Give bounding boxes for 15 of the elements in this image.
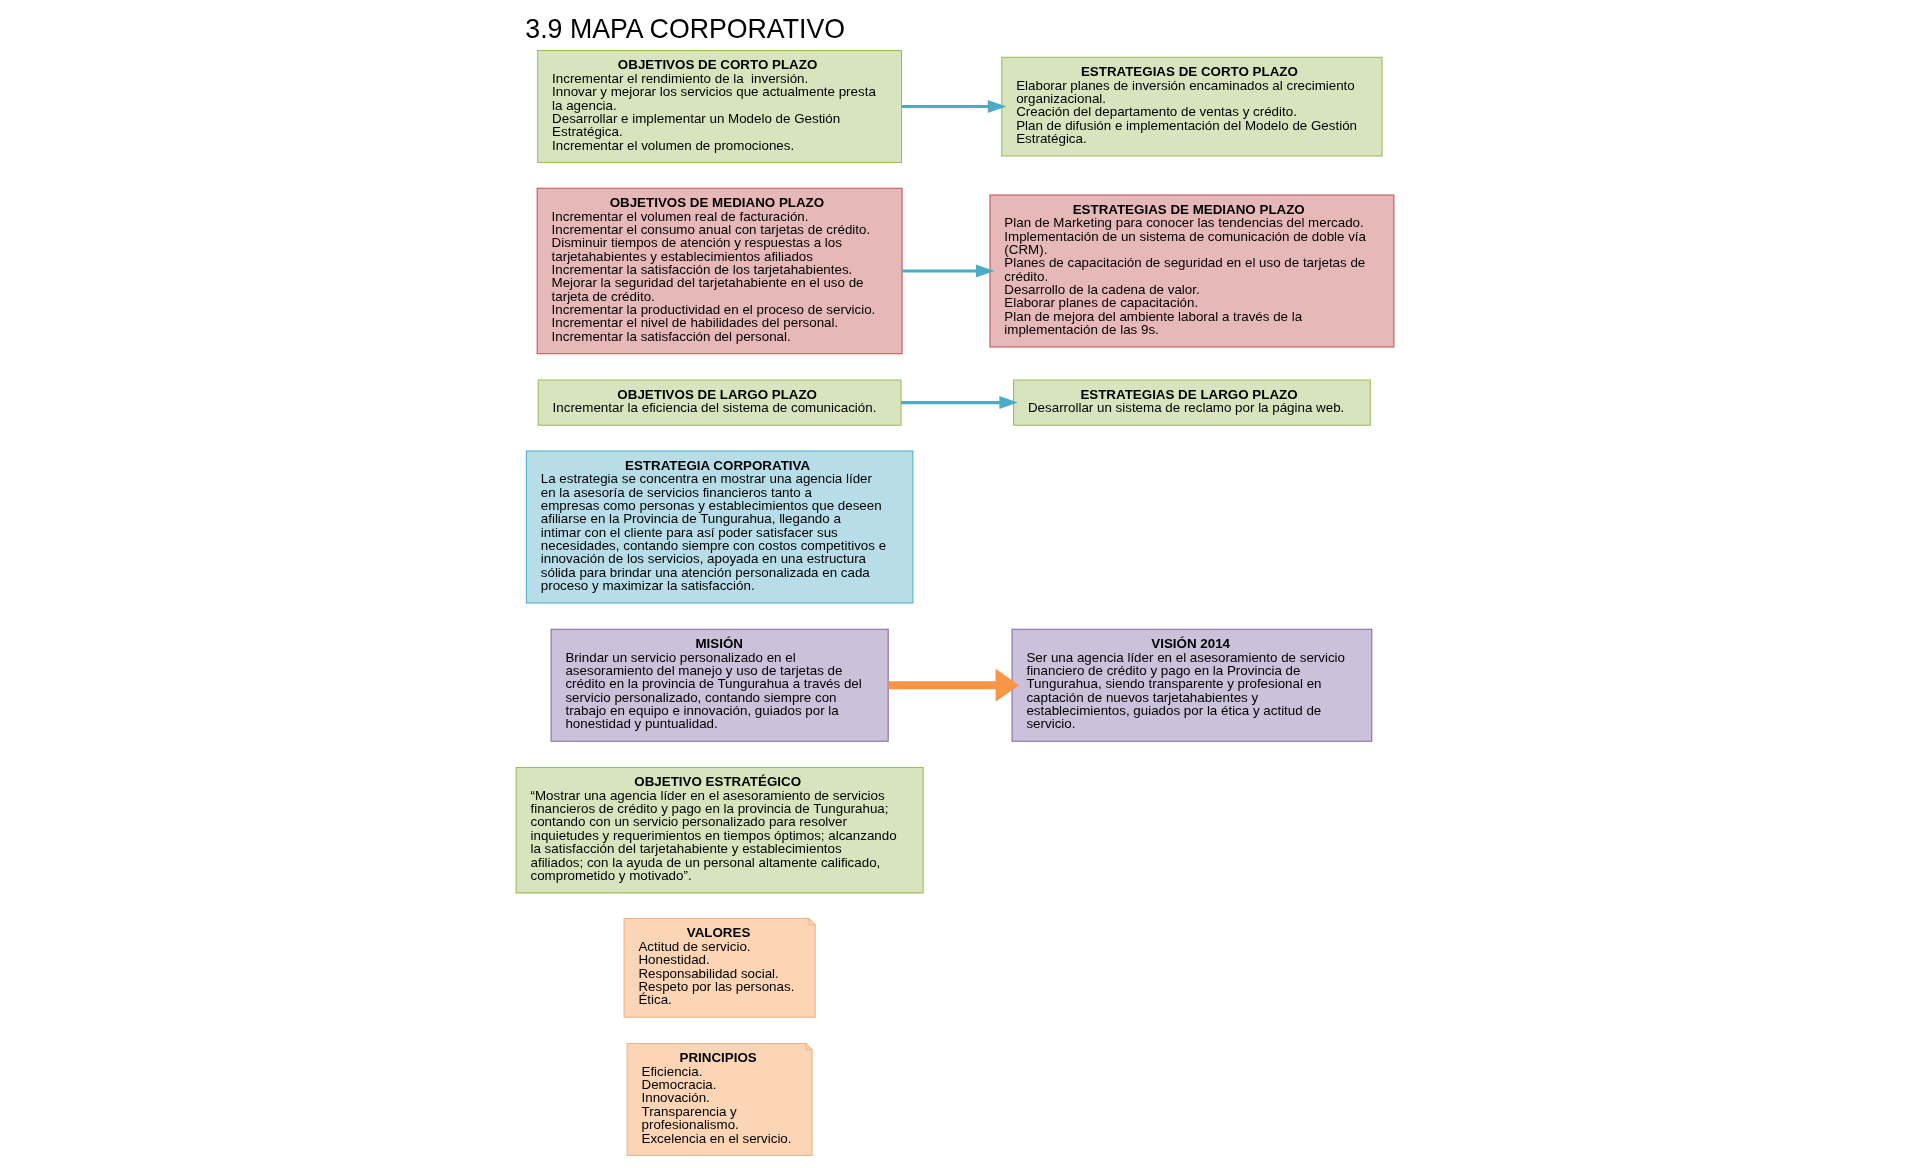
node-box: ESTRATEGIA CORPORATIVA La estrategia se concentra en mostrar una agencia líder en la asesoría de servicios financieros tanto a empresas como personas y establecimientos que deseen afiliarse en la Provincia de Tungurahua, llegando a intimar con el cliente para así poder satisfacer sus necesidades, contando siempre con costos competitivos e innovación de los servicios, apoyada en una estructura sólida para brindar una atención personalizada en cada proceso y maximizar la satisfacción. bbox=[525, 450, 914, 604]
node-box: ESTRATEGIAS DE CORTO PLAZO Elaborar planes de inversión encaminados al crecimiento organizacional. Creación del departamento de ventas y crédito. Plan de difusión e implementación del Modelo de Gestión Estratégica. bbox=[1001, 56, 1383, 157]
arrow bbox=[901, 100, 1007, 114]
arrow bbox=[902, 264, 995, 278]
node-box: OBJETIVOS DE LARGO PLAZO Incrementar la eficiencia del sistema de comunicación. bbox=[537, 379, 902, 426]
node-box: ESTRATEGIAS DE LARGO PLAZO Desarrollar un sistema de reclamo por la página web. bbox=[1013, 379, 1371, 426]
node-box: MISIÓN Brindar un servicio personalizado en el asesoramiento del manejo y uso de tarjetas de crédito en la provincia de Tungurahua a través del servicio personalizado, contando siempre con trabajo en equipo e innovación, guiados por la honestidad y puntualidad. bbox=[550, 628, 889, 742]
arrow bbox=[888, 668, 1020, 702]
node-box: OBJETIVO ESTRATÉGICO “Mostrar una agencia líder en el asesoramiento de servicios financieros de crédito y pago en la provincia de Tungurahua; contando con un servicio personalizado para resolver inquietudes y requerimientos en tiempos óptimos; alcanzando la satisfacción del tarjetahabiente y establecimientos afiliados; con la ayuda de un personal altamente calificado, comprometido y motivado”. bbox=[515, 766, 924, 894]
arrow bbox=[901, 396, 1018, 410]
node-box: VISIÓN 2014 Ser una agencia líder en el asesoramiento de servicio financiero de crédito y pago en la Provincia de Tungurahua, siendo transparente y profesional en captación de nuevos tarjetahabientes y establecimientos, guiados por la ética y actitud de servicio. bbox=[1011, 628, 1373, 742]
node-box: OBJETIVOS DE MEDIANO PLAZO Incrementar el volumen real de facturación. Incrementar el consumo anual con tarjetas de crédito. Disminuir tiempos de atención y respuestas a los tarjetahabientes y establecimientos afiliados Incrementar la satisfacción de los tarjetahabientes. Mejorar la seguridad del tarjetahabiente en el uso de tarjeta de crédito. Incrementar la productividad en el proceso de servicio. Incrementar el nivel de habilidades del personal. Incrementar la satisfacción del personal. bbox=[536, 187, 903, 355]
node-box: OBJETIVOS DE CORTO PLAZO Incrementar el rendimiento de la inversión. Innovar y mejorar los servicios que actualmente presta la agencia. Desarrollar e implementar un Modelo de Gestión Estratégica. Incrementar el volumen de promociones. bbox=[537, 50, 903, 164]
diagram-title: 3.9 MAPA CORPORATIVO bbox=[525, 14, 846, 45]
node-box: ESTRATEGIAS DE MEDIANO PLAZO Plan de Marketing para conocer las tendencias del mercado. Implementación de un sistema de comunicación de doble vía (CRM). Planes de capacitación de seguridad en el uso de tarjetas de crédito. Desarrollo de la cadena de valor. Elaborar planes de capacitación. Plan de mejora del ambiente laboral a través de la implementación de las 9s. bbox=[989, 194, 1395, 348]
